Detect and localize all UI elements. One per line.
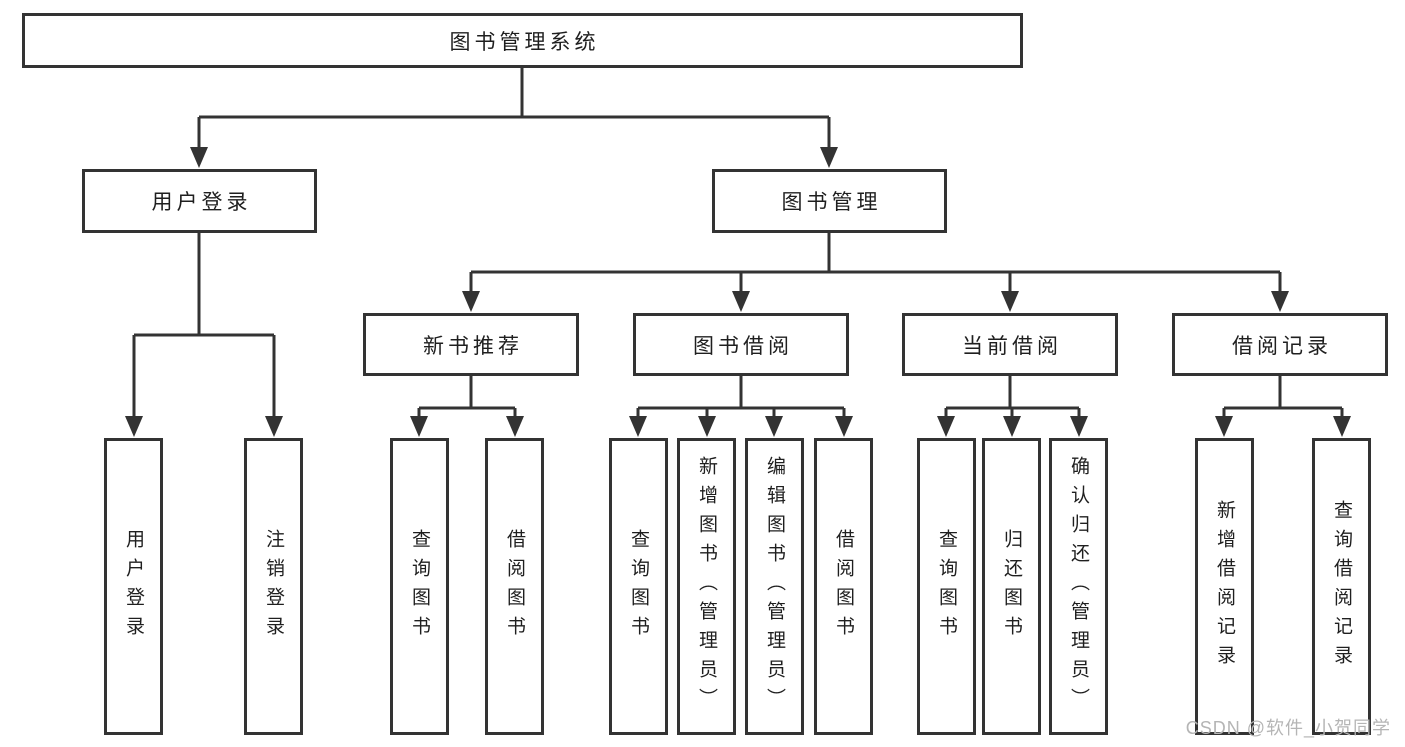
node-book-borrowing: 图书借阅 bbox=[633, 313, 849, 376]
arrow-down-icon bbox=[506, 416, 524, 437]
arrow-down-icon bbox=[1333, 416, 1351, 437]
node-current-borrowing: 当前借阅 bbox=[902, 313, 1118, 376]
arrow-down-icon bbox=[1271, 291, 1289, 312]
arrow-down-icon bbox=[820, 147, 838, 168]
leaf-borrow-borrow-books: 借阅图书 bbox=[814, 438, 873, 735]
arrow-down-icon bbox=[732, 291, 750, 312]
wire-userlogin-to-leaves bbox=[132, 233, 276, 422]
arrow-down-icon bbox=[1215, 416, 1233, 437]
leaf-current-return-books: 归还图书 bbox=[982, 438, 1041, 735]
leaf-recommend-query-books: 查询图书 bbox=[390, 438, 449, 735]
node-book-management: 图书管理 bbox=[712, 169, 947, 233]
leaf-borrow-add-books-admin: 新增图书（管理员） bbox=[677, 438, 736, 735]
arrow-down-icon bbox=[410, 416, 428, 437]
wire-bookmgmt-to-level3 bbox=[469, 233, 1282, 296]
arrow-down-icon bbox=[462, 291, 480, 312]
node-user-login: 用户登录 bbox=[82, 169, 317, 233]
arrow-down-icon bbox=[190, 147, 208, 168]
arrow-down-icon bbox=[265, 416, 283, 437]
arrow-down-icon bbox=[765, 416, 783, 437]
leaf-current-confirm-return-admin: 确认归还（管理员） bbox=[1049, 438, 1108, 735]
leaf-records-add-record: 新增借阅记录 bbox=[1195, 438, 1254, 735]
arrow-down-icon bbox=[125, 416, 143, 437]
node-new-book-recommendation: 新书推荐 bbox=[363, 313, 579, 376]
arrow-down-icon bbox=[937, 416, 955, 437]
arrow-down-icon bbox=[1001, 291, 1019, 312]
wire-root-to-level2 bbox=[197, 66, 831, 152]
node-system-root: 图书管理系统 bbox=[22, 13, 1023, 68]
wire-records-to-leaves bbox=[1222, 376, 1344, 422]
wire-borrow-to-leaves bbox=[636, 376, 846, 422]
leaf-records-query-record: 查询借阅记录 bbox=[1312, 438, 1371, 735]
leaf-borrow-query-books: 查询图书 bbox=[609, 438, 668, 735]
arrow-down-icon bbox=[1003, 416, 1021, 437]
wire-recommend-to-leaves bbox=[417, 376, 517, 422]
arrow-down-icon bbox=[698, 416, 716, 437]
leaf-recommend-borrow-books: 借阅图书 bbox=[485, 438, 544, 735]
leaf-current-query-books: 查询图书 bbox=[917, 438, 976, 735]
leaf-borrow-edit-books-admin: 编辑图书（管理员） bbox=[745, 438, 804, 735]
leaf-user-login: 用户登录 bbox=[104, 438, 163, 735]
arrow-down-icon bbox=[835, 416, 853, 437]
wire-current-to-leaves bbox=[944, 376, 1081, 422]
arrow-down-icon bbox=[1070, 416, 1088, 437]
leaf-logout-login: 注销登录 bbox=[244, 438, 303, 735]
node-borrowing-records: 借阅记录 bbox=[1172, 313, 1388, 376]
arrow-down-icon bbox=[629, 416, 647, 437]
